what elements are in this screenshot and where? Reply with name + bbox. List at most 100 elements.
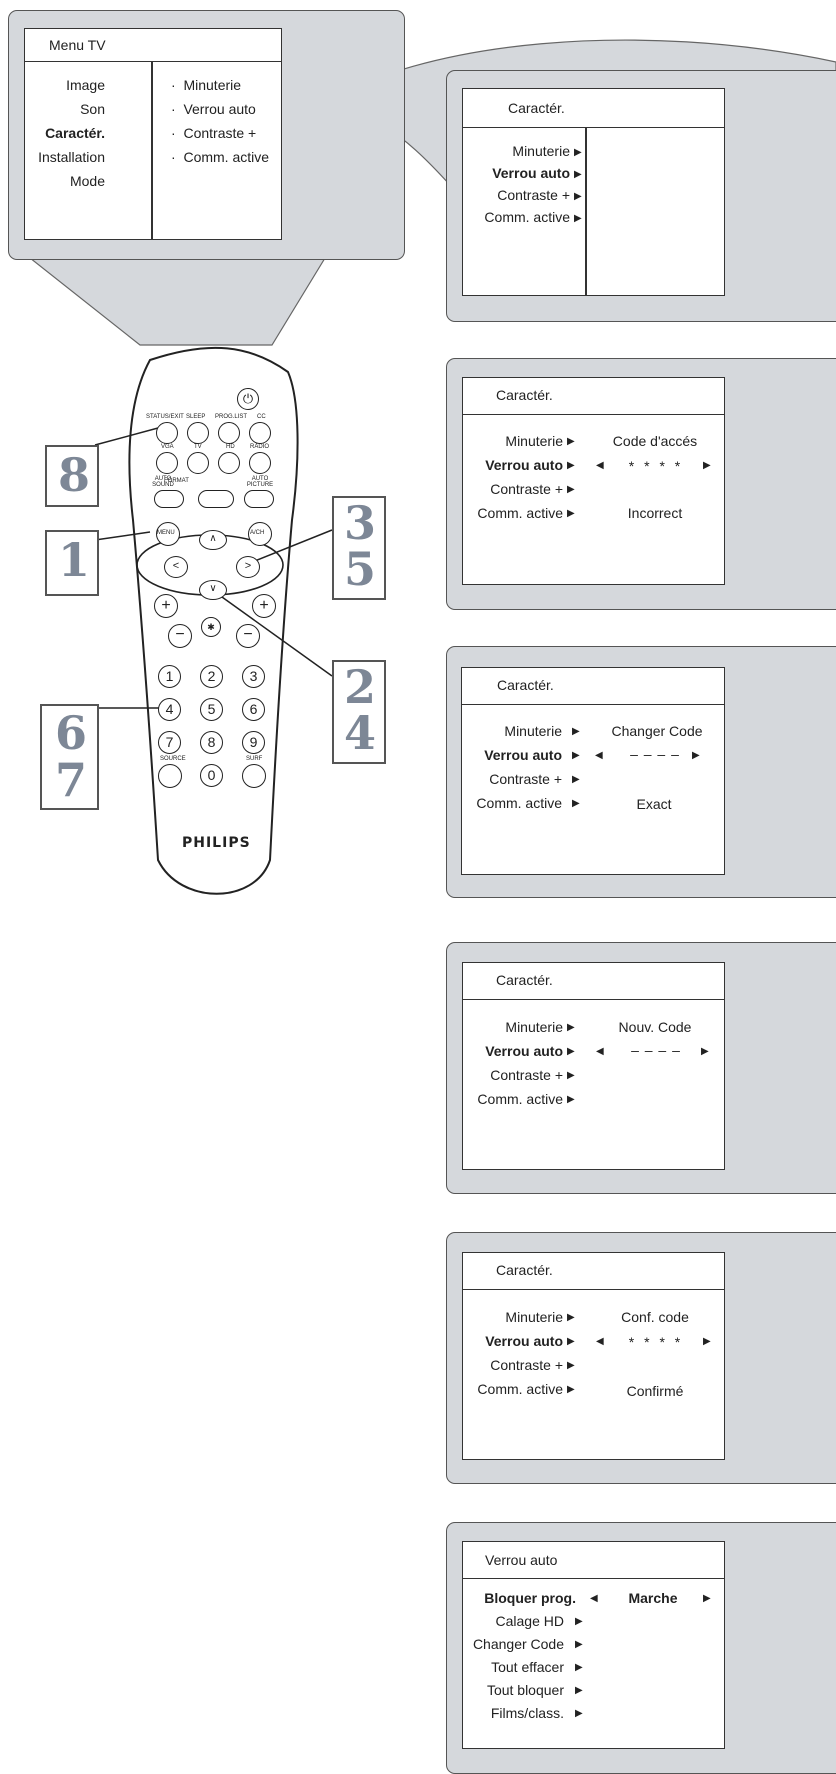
screen-5-item-contraste[interactable]: Contraste + bbox=[490, 1357, 563, 1373]
step-number-6: 6 bbox=[55, 706, 88, 760]
screen-4-item-contraste[interactable]: Contraste + bbox=[490, 1067, 563, 1083]
right-button[interactable]: > bbox=[236, 556, 260, 578]
format-label: FORMAT bbox=[164, 478, 189, 484]
hd-button[interactable] bbox=[218, 452, 240, 474]
menu-item-mode[interactable]: Mode bbox=[69, 173, 105, 189]
screen-2-right-arrow: ▶ bbox=[703, 460, 711, 471]
proglist-label: PROG.LIST bbox=[215, 414, 248, 420]
screen-3-item-verrou[interactable]: Verrou auto bbox=[484, 747, 562, 763]
screen-5-code-value[interactable]: * * * * bbox=[628, 1334, 684, 1350]
screen-4-arrow-3: ▶ bbox=[567, 1070, 575, 1081]
menu-item-caracter[interactable]: Caractér. bbox=[45, 125, 105, 141]
surf-button[interactable] bbox=[242, 764, 266, 788]
tv-menu-header: Menu TV bbox=[25, 29, 281, 62]
step-24-box bbox=[332, 660, 386, 764]
digit-6-button[interactable]: 6 bbox=[242, 698, 265, 721]
left-button[interactable]: < bbox=[164, 556, 188, 578]
digit-1-button[interactable]: 1 bbox=[158, 665, 181, 688]
screen-6-item-tout-bloquer[interactable]: Tout bloquer bbox=[486, 1682, 564, 1698]
screen-2-item-minuterie[interactable]: Minuterie bbox=[505, 433, 563, 449]
screen-1-item-comm[interactable]: Comm. active bbox=[484, 209, 570, 225]
screen-6-item-tout-effacer[interactable]: Tout effacer bbox=[491, 1659, 564, 1675]
tv-menu-screen: Menu TV Image Son Caractér. Installation… bbox=[24, 28, 282, 240]
power-button[interactable]: ⏻ bbox=[237, 388, 259, 410]
screen-2-item-verrou[interactable]: Verrou auto bbox=[485, 457, 563, 473]
digit-3-button[interactable]: 3 bbox=[242, 665, 265, 688]
menu-item-son[interactable]: Son bbox=[80, 101, 105, 117]
screen-5-item-verrou[interactable]: Verrou auto bbox=[485, 1333, 563, 1349]
radio-button[interactable] bbox=[249, 452, 271, 474]
screen-2-item-comm[interactable]: Comm. active bbox=[477, 505, 563, 521]
mute-button[interactable]: ✱ bbox=[201, 617, 221, 637]
submenu-item-comm: Comm. active bbox=[183, 149, 270, 165]
channel-minus-button[interactable]: − bbox=[236, 624, 260, 648]
screen-4-arrow-1: ▶ bbox=[567, 1022, 575, 1033]
up-button[interactable]: ∧ bbox=[199, 530, 227, 550]
screen-3-status: Exact bbox=[636, 796, 672, 812]
screen-4: Caractér. Minuterie Verrou auto Contrast… bbox=[462, 962, 725, 1170]
digit-4-button[interactable]: 4 bbox=[158, 698, 181, 721]
ach-button[interactable] bbox=[248, 522, 272, 546]
submenu-item-verrou: Verrou auto bbox=[183, 101, 256, 117]
screen-5-item-minuterie[interactable]: Minuterie bbox=[505, 1309, 563, 1325]
screen-1-item-minuterie[interactable]: Minuterie bbox=[512, 143, 570, 159]
screen-6-header: Verrou auto bbox=[463, 1542, 724, 1579]
screen-1-item-verrou[interactable]: Verrou auto bbox=[492, 165, 570, 181]
screen-2-item-contraste[interactable]: Contraste + bbox=[490, 481, 563, 497]
menu-label: MENU bbox=[157, 530, 175, 536]
screen-6-item-calage-hd[interactable]: Calage HD bbox=[495, 1613, 564, 1629]
menu-item-installation[interactable]: Installation bbox=[38, 149, 105, 165]
screen-6-item-films-class[interactable]: Films/class. bbox=[490, 1705, 564, 1721]
digit-8-button[interactable]: 8 bbox=[200, 731, 223, 754]
screen-2-code-value[interactable]: * * * * bbox=[628, 458, 684, 474]
screen-6-item-changer-code[interactable]: Changer Code bbox=[472, 1636, 564, 1652]
volume-plus-button[interactable]: + bbox=[154, 594, 178, 618]
menu-item-image[interactable]: Image bbox=[66, 77, 105, 93]
auto-picture-button[interactable] bbox=[244, 490, 274, 508]
screen-6-value[interactable]: Marche bbox=[628, 1590, 678, 1606]
screen-6-arrow-5: ▶ bbox=[575, 1685, 583, 1696]
screen-4-code-value[interactable]: – – – – bbox=[631, 1042, 681, 1058]
digit-5-button[interactable]: 5 bbox=[200, 698, 223, 721]
screen-1-arrow-4: ▶ bbox=[574, 213, 582, 224]
screen-1-item-contraste[interactable]: Contraste + bbox=[497, 187, 570, 203]
menu-button[interactable] bbox=[156, 522, 180, 546]
vga-label: VGA bbox=[161, 444, 174, 450]
digit-9-button[interactable]: 9 bbox=[242, 731, 265, 754]
volume-minus-button[interactable]: − bbox=[168, 624, 192, 648]
vga-button[interactable] bbox=[156, 452, 178, 474]
screen-3-item-minuterie[interactable]: Minuterie bbox=[504, 723, 562, 739]
screen-6-title: Verrou auto bbox=[485, 1552, 558, 1568]
proglist-button[interactable] bbox=[218, 422, 240, 444]
screen-6-item-bloquer-prog[interactable]: Bloquer prog. bbox=[484, 1590, 576, 1606]
cc-button[interactable] bbox=[249, 422, 271, 444]
sleep-button[interactable] bbox=[187, 422, 209, 444]
down-button[interactable]: ∨ bbox=[199, 580, 227, 600]
screen-2-header: Caractér. bbox=[463, 378, 724, 415]
screen-4-item-minuterie[interactable]: Minuterie bbox=[505, 1019, 563, 1035]
source-button[interactable] bbox=[158, 764, 182, 788]
digit-2-button[interactable]: 2 bbox=[200, 665, 223, 688]
screen-6-right-arrow: ▶ bbox=[703, 1593, 711, 1604]
step-number-3: 3 bbox=[344, 496, 377, 550]
format-button[interactable] bbox=[198, 490, 234, 508]
screen-3-item-comm[interactable]: Comm. active bbox=[476, 795, 562, 811]
tv-button[interactable] bbox=[187, 452, 209, 474]
surf-label: SURF bbox=[246, 756, 263, 762]
screen-5-item-comm[interactable]: Comm. active bbox=[477, 1381, 563, 1397]
auto-sound-button[interactable] bbox=[154, 490, 184, 508]
screen-4-item-verrou[interactable]: Verrou auto bbox=[485, 1043, 563, 1059]
screen-3-code-value[interactable]: – – – – bbox=[630, 746, 680, 762]
screen-1-divider bbox=[585, 128, 587, 295]
step-number-5: 5 bbox=[344, 542, 377, 596]
screen-3-item-contraste[interactable]: Contraste + bbox=[489, 771, 562, 787]
step-number-4: 4 bbox=[344, 706, 377, 760]
screen-3-prompt: Changer Code bbox=[611, 723, 703, 739]
digit-0-button[interactable]: 0 bbox=[200, 764, 223, 787]
screen-4-item-comm[interactable]: Comm. active bbox=[477, 1091, 563, 1107]
screen-2-arrow-3: ▶ bbox=[567, 484, 575, 495]
remote-brand: PHILIPS bbox=[182, 835, 251, 851]
digit-7-button[interactable]: 7 bbox=[158, 731, 181, 754]
channel-plus-button[interactable]: + bbox=[252, 594, 276, 618]
status-exit-button[interactable] bbox=[156, 422, 178, 444]
